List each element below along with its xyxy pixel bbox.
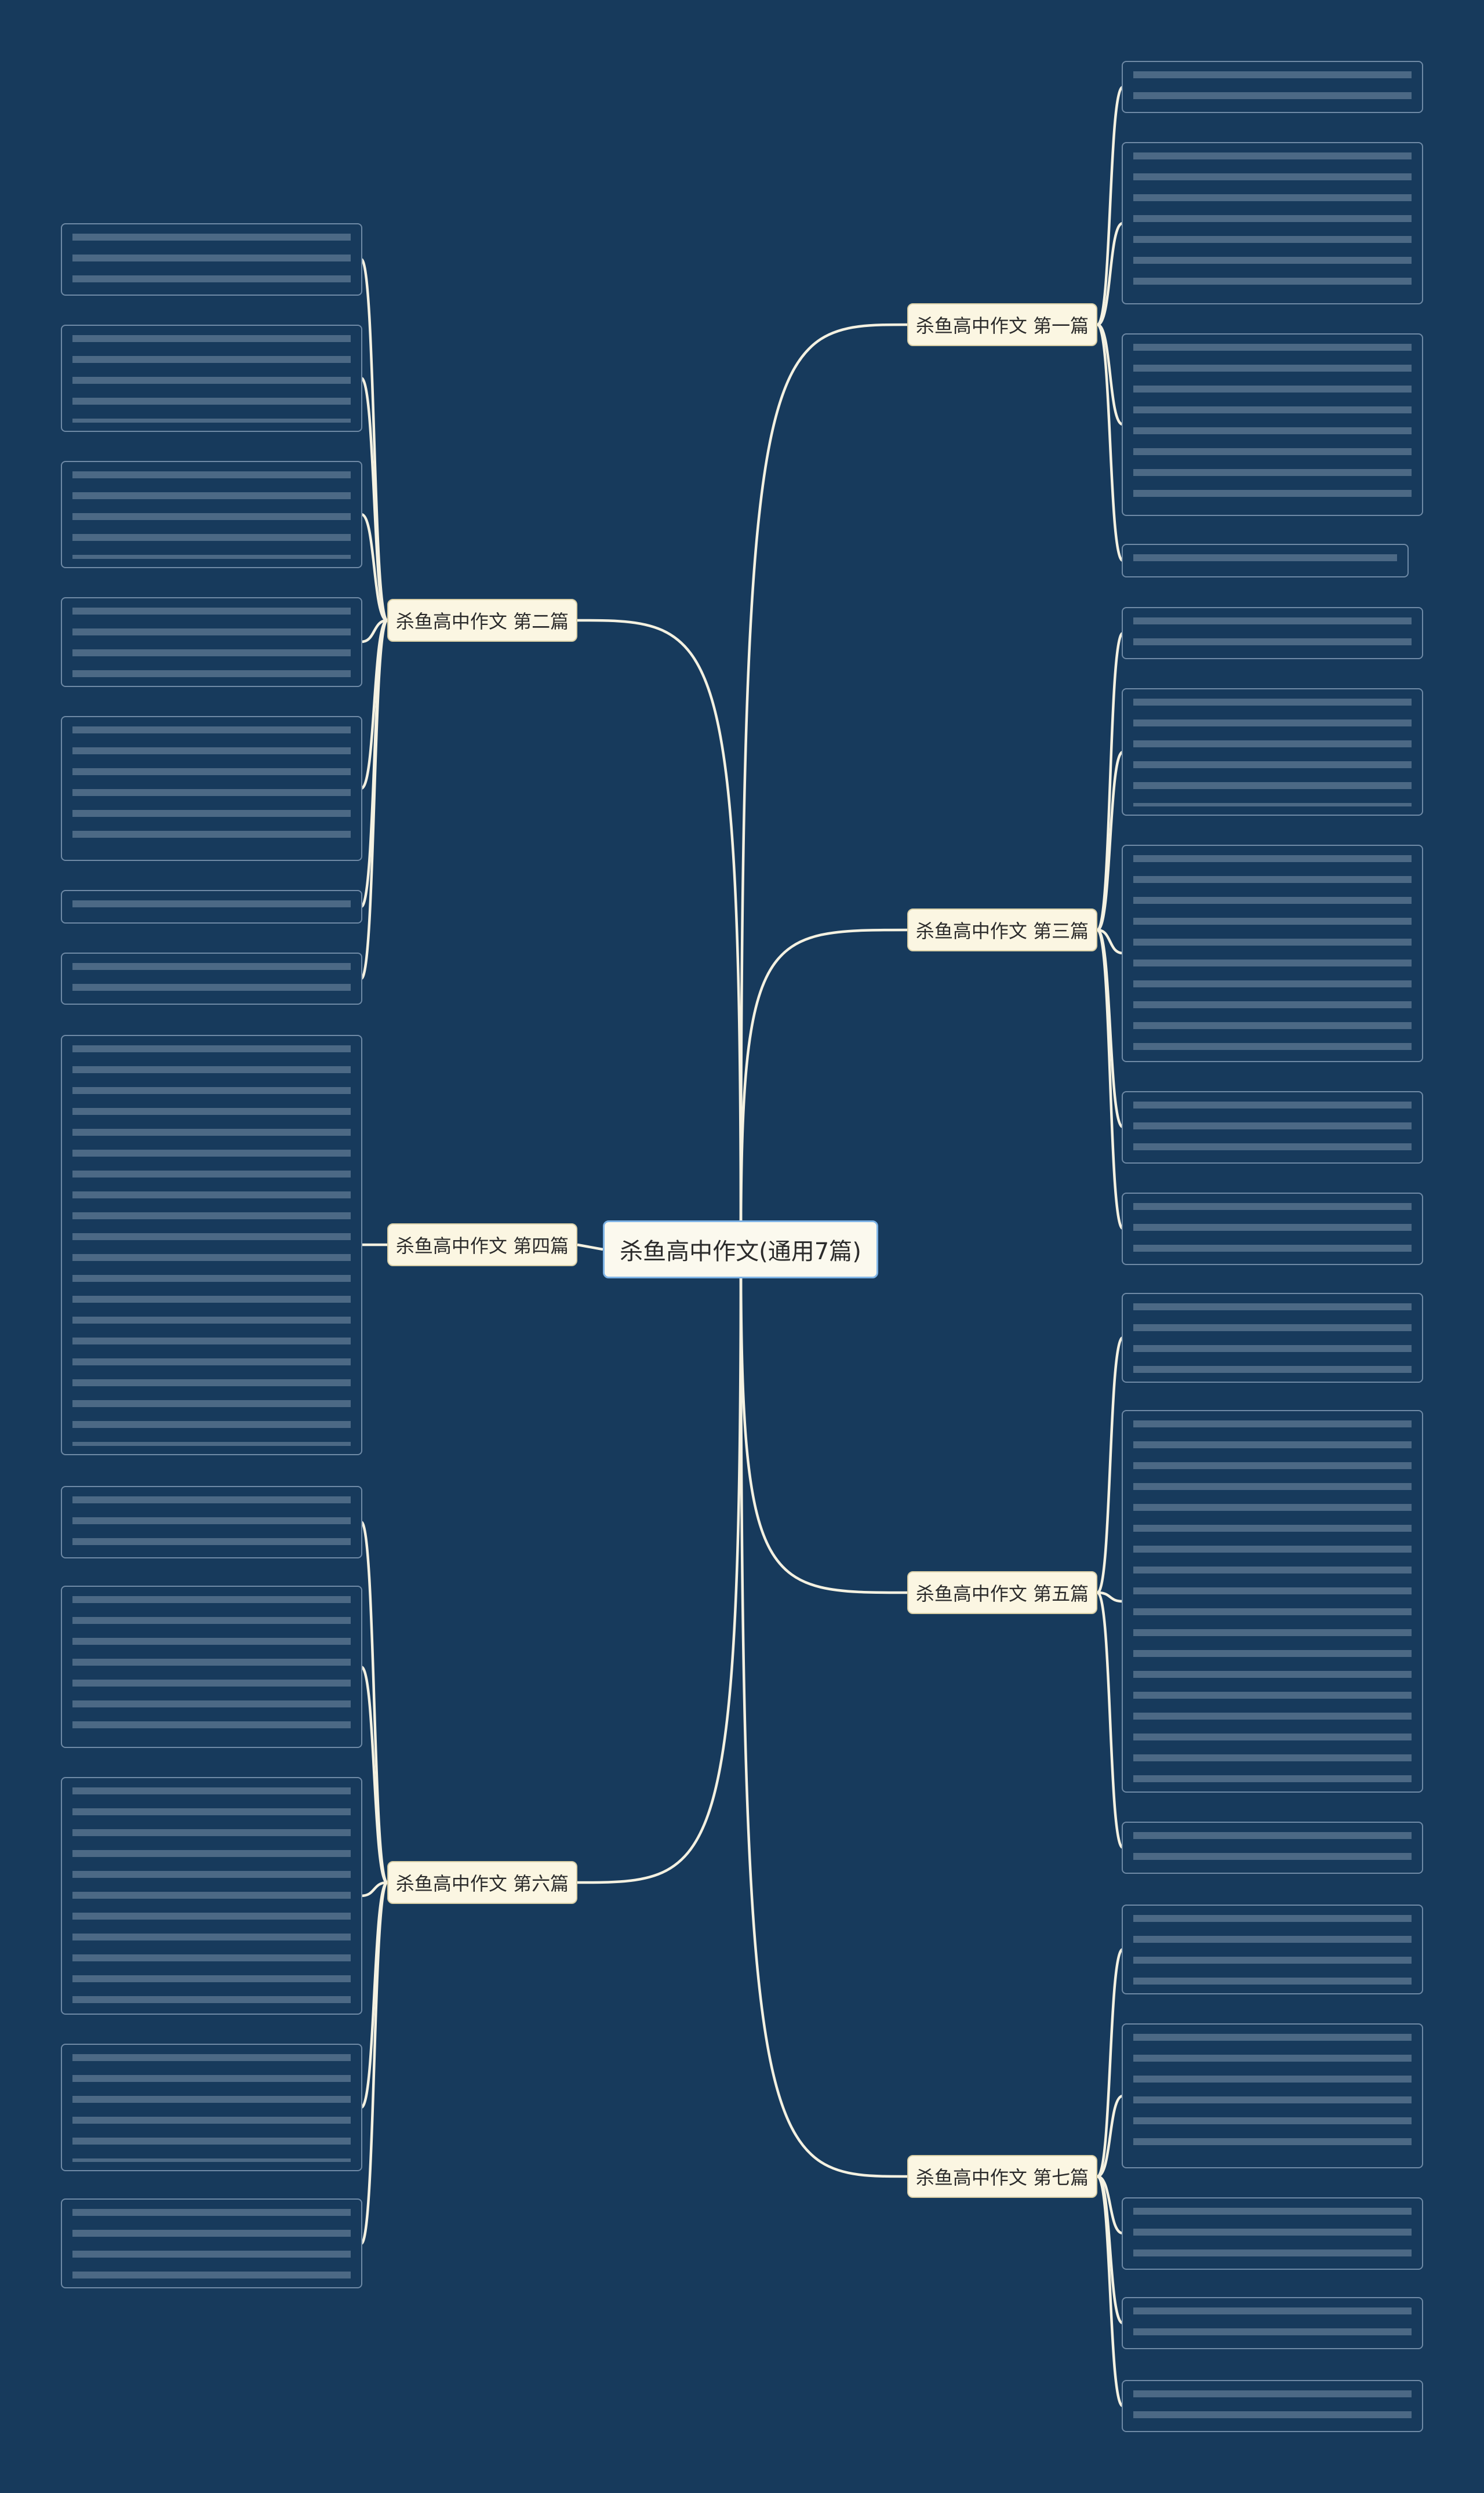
connector-line (360, 1665, 388, 1884)
leaf-text-block (1122, 333, 1423, 516)
connector-line (739, 1249, 908, 1594)
branch-label-essay-6: 杀鱼高中作文 第六篇 (395, 1873, 569, 1895)
leaf-text-block (61, 325, 362, 432)
leaf-text-block (1122, 845, 1423, 1062)
connector-line (1097, 1591, 1123, 1603)
leaf-text-block (1122, 544, 1409, 577)
leaf-text-block (1122, 2197, 1423, 2270)
leaf-text-block (61, 223, 362, 296)
branch-label-essay-4: 杀鱼高中作文 第四篇 (395, 1235, 569, 1257)
connector-line (1096, 631, 1125, 932)
connector-line (359, 376, 389, 622)
connector-line (1096, 928, 1125, 1230)
leaf-text-block (1122, 1410, 1423, 1793)
connector-line (1096, 85, 1125, 326)
leaf-text-block (1122, 1905, 1423, 1994)
connector-line (739, 928, 908, 1250)
leaf-text-block (1122, 607, 1423, 659)
branch-node-essay-1[interactable]: 杀鱼高中作文 第一篇 (907, 303, 1097, 346)
branch-node-essay-5[interactable]: 杀鱼高中作文 第五篇 (907, 1571, 1097, 1614)
connector-line (1096, 750, 1124, 932)
branch-node-essay-3[interactable]: 杀鱼高中作文 第三篇 (907, 908, 1097, 951)
leaf-text-block (1122, 1822, 1423, 1874)
branch-node-essay-2[interactable]: 杀鱼高中作文 第二篇 (387, 599, 577, 642)
leaf-text-block (61, 890, 362, 924)
leaf-text-block (61, 716, 362, 861)
connector-line (361, 1881, 388, 1898)
leaf-text-block (61, 461, 362, 568)
leaf-text-block (1122, 61, 1423, 113)
branch-node-essay-6[interactable]: 杀鱼高中作文 第六篇 (387, 1861, 577, 1904)
leaf-text-block (1122, 2380, 1423, 2432)
connector-line (1097, 2094, 1123, 2178)
leaf-text-block (1122, 1293, 1423, 1383)
connector-line (1096, 1336, 1125, 1594)
branch-node-essay-4[interactable]: 杀鱼高中作文 第四篇 (387, 1223, 577, 1266)
leaf-text-block (61, 1586, 362, 1748)
connector-line (1096, 1947, 1124, 2178)
connector-line (359, 1881, 389, 2245)
central-topic-node[interactable]: 杀鱼高中作文(通用7篇) (603, 1220, 878, 1278)
leaf-text-block (61, 2044, 362, 2171)
connector-line (739, 1249, 908, 2178)
leaf-text-block (1122, 142, 1423, 304)
leaf-text-block (1122, 1091, 1423, 1164)
connector-line (1096, 2175, 1124, 2408)
connector-line (361, 513, 388, 622)
leaf-text-block (61, 953, 362, 1005)
connector-line (577, 1249, 743, 1884)
connector-line (1096, 323, 1125, 562)
connector-line (1096, 1591, 1125, 1849)
branch-label-essay-2: 杀鱼高中作文 第二篇 (395, 610, 569, 633)
connector-line (1097, 928, 1123, 955)
leaf-text-block (61, 1777, 362, 2015)
leaf-text-block (61, 1035, 362, 1455)
branch-node-essay-7[interactable]: 杀鱼高中作文 第七篇 (907, 2155, 1097, 2198)
leaf-text-block (1122, 2297, 1423, 2349)
leaf-text-block (61, 1486, 362, 1558)
branch-label-essay-5: 杀鱼高中作文 第五篇 (915, 1583, 1089, 1605)
branch-label-essay-1: 杀鱼高中作文 第一篇 (915, 315, 1089, 337)
leaf-text-block (1122, 1193, 1423, 1265)
connector-line (577, 619, 743, 1250)
connector-line (577, 1243, 603, 1251)
connector-line (1097, 221, 1123, 326)
leaf-text-block (1122, 2023, 1423, 2168)
leaf-text-block (1122, 688, 1423, 816)
central-topic-label: 杀鱼高中作文(通用7篇) (620, 1238, 861, 1265)
branch-label-essay-3: 杀鱼高中作文 第三篇 (915, 920, 1089, 942)
leaf-text-block (61, 597, 362, 687)
connector-line (1097, 323, 1123, 426)
branch-label-essay-7: 杀鱼高中作文 第七篇 (915, 2167, 1089, 2189)
connector-line (361, 619, 388, 644)
connector-line (359, 1520, 389, 1884)
connector-line (359, 619, 389, 980)
leaf-text-block (61, 2198, 362, 2288)
connector-line (739, 323, 908, 1250)
